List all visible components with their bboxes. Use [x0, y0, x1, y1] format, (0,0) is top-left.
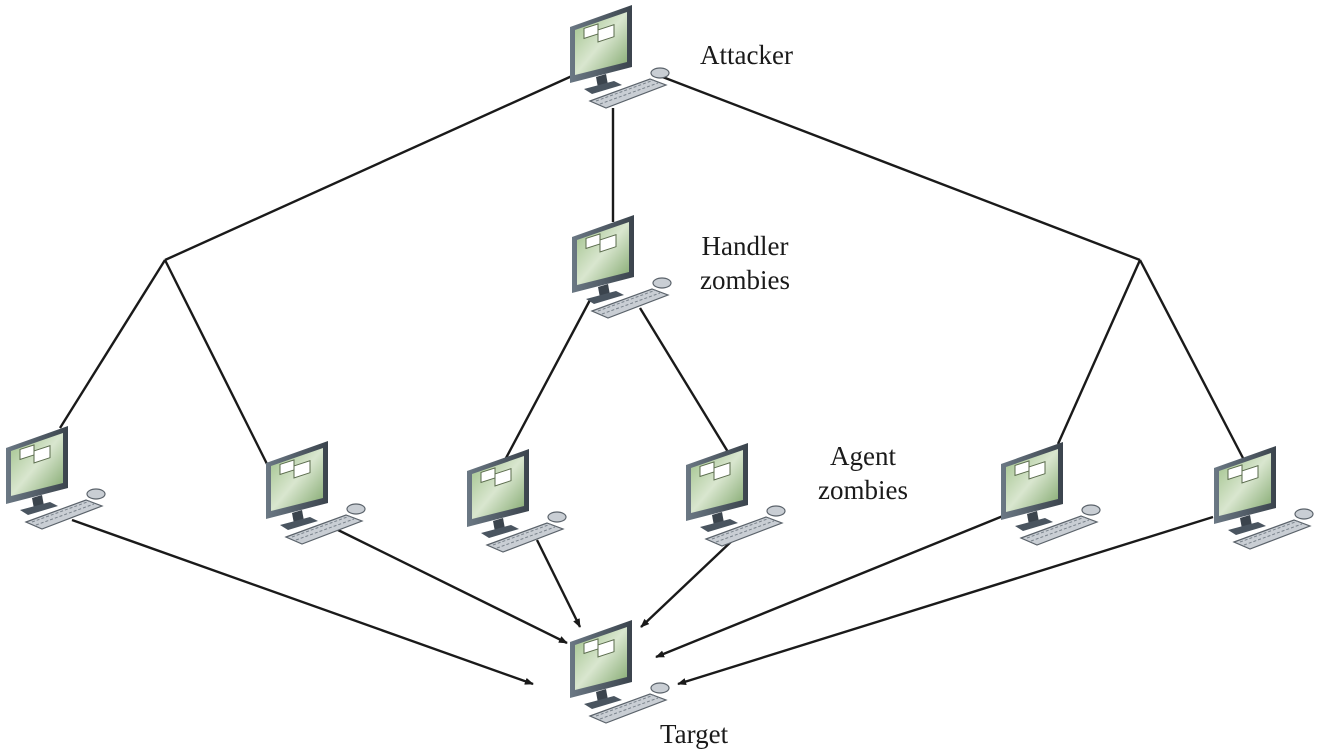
arrow-agent-4-target	[640, 537, 736, 628]
agent-label-line-1: Agent	[830, 441, 896, 471]
attack-arrows	[71, 514, 1214, 686]
attacker-label: Attacker	[700, 38, 793, 72]
arrow-agent-3-target	[535, 539, 582, 628]
agent-6-computer-icon	[1213, 445, 1314, 550]
handler-computer-icon	[571, 214, 672, 319]
arrow-agent-6-target	[677, 515, 1214, 686]
agent-2-computer-icon	[265, 440, 366, 545]
link-attacker-left-branch	[164, 74, 573, 262]
arrow-agent-2-target	[337, 528, 568, 645]
attacker-computer-icon	[569, 4, 670, 109]
target-label: Target	[660, 717, 728, 751]
agent-5-computer-icon	[1000, 441, 1101, 546]
attacker-label-text: Attacker	[700, 40, 793, 70]
target-label-text: Target	[660, 719, 729, 749]
arrow-agent-1-target	[71, 518, 534, 686]
connections	[58, 74, 1246, 467]
link-right-branch-agent-5	[1056, 259, 1142, 445]
target-computer-icon	[569, 619, 670, 724]
agent-1-computer-icon	[5, 425, 106, 530]
agent-zombies-label: Agent zombies	[818, 439, 908, 507]
link-right-branch-agent-6	[1138, 259, 1246, 461]
agent-3-computer-icon	[466, 448, 567, 553]
arrow-agent-5-target	[655, 514, 1004, 659]
handler-zombies-label: Handler zombies	[700, 229, 790, 297]
agent-4-computer-icon	[685, 442, 786, 547]
link-handler-agent-4	[638, 307, 730, 453]
handler-label-line-1: Handler	[701, 231, 789, 261]
handler-label-line-2: zombies	[700, 265, 790, 295]
link-attacker-right-branch	[659, 74, 1141, 262]
link-left-branch-agent-1	[58, 259, 167, 429]
link-handler-agent-3	[503, 299, 592, 461]
agent-label-line-2: zombies	[818, 475, 908, 505]
link-left-branch-agent-2	[163, 259, 270, 467]
